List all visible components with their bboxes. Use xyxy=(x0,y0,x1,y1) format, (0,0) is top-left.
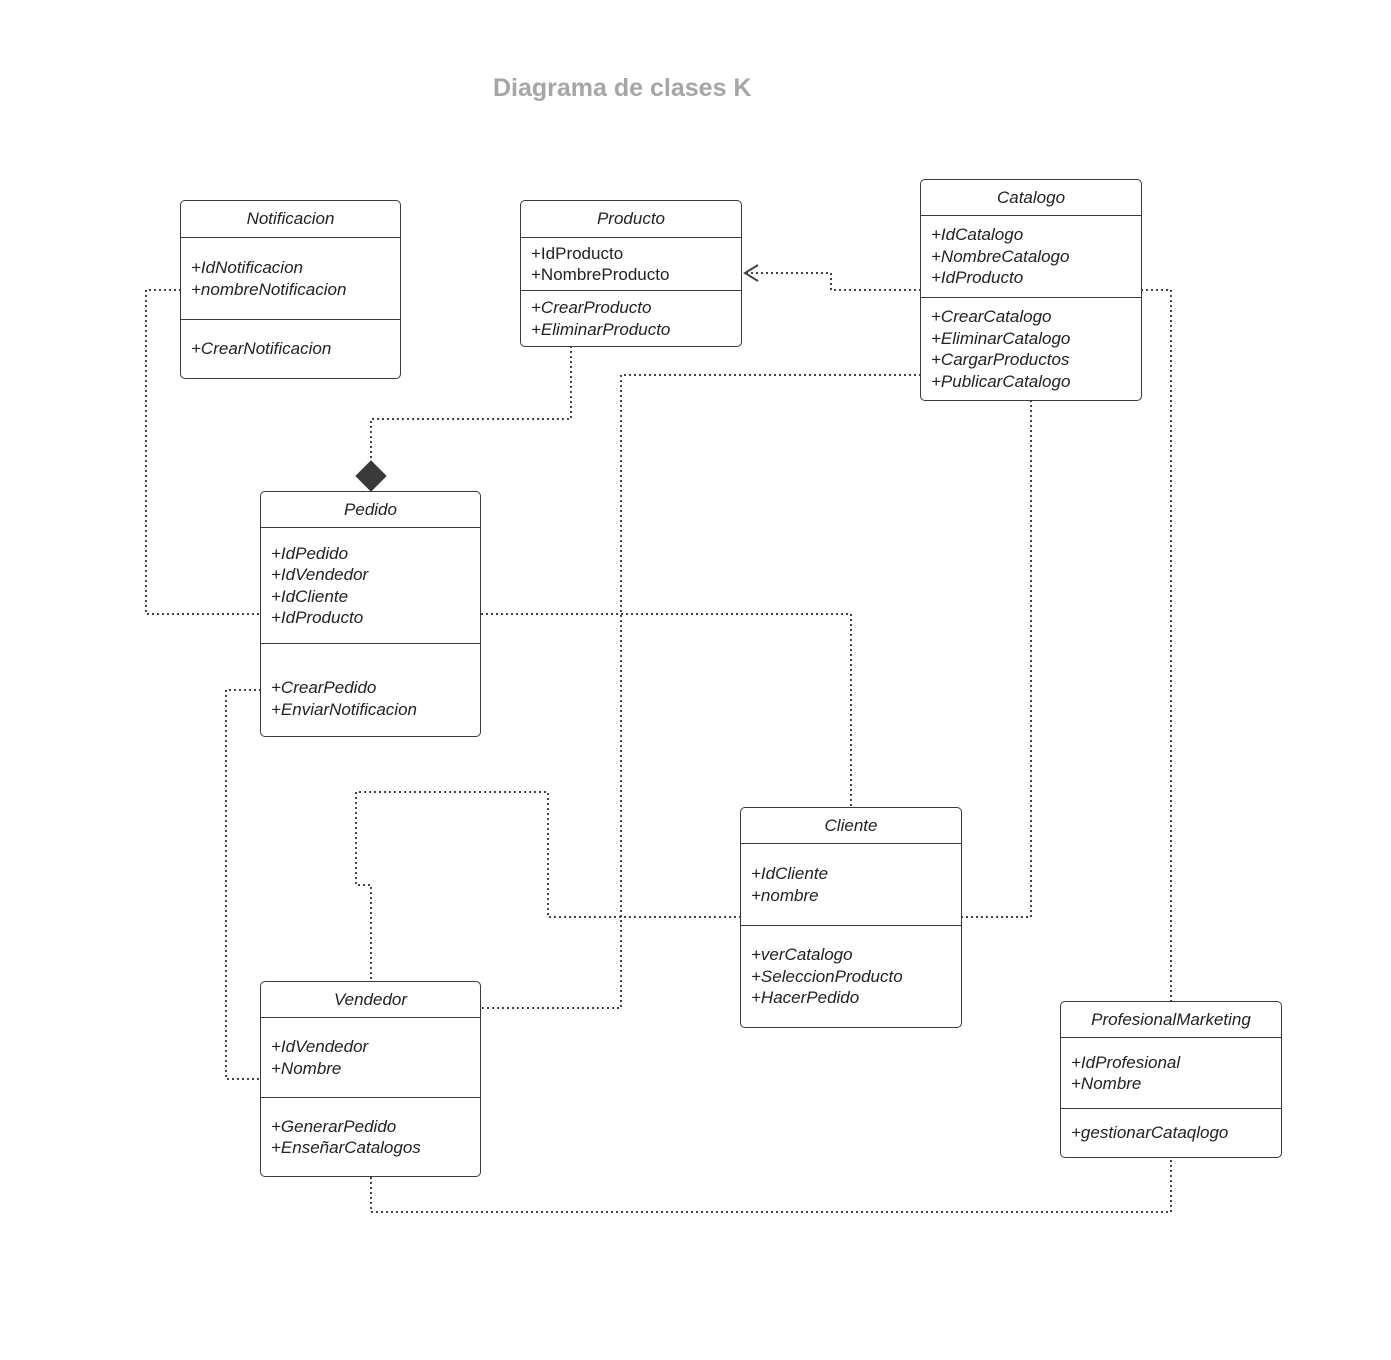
operation: +EnseñarCatalogos xyxy=(271,1138,421,1157)
attribute: +Nombre xyxy=(271,1058,342,1078)
class-notificacion-attributes: +IdNotificacion +nombreNotificacion xyxy=(181,238,400,320)
operation: +PublicarCatalogo xyxy=(931,371,1071,391)
class-cliente-name: Cliente xyxy=(741,808,961,844)
class-notificacion-operations: +CrearNotificacion xyxy=(181,320,400,378)
class-producto-operations: +CrearProducto +EliminarProducto xyxy=(521,291,741,346)
connector-catalogo-cliente xyxy=(961,400,1032,918)
operation: +CrearCatalogo xyxy=(931,307,1052,326)
attribute: +IdCatalogo xyxy=(931,225,1024,245)
operation: +CrearProducto xyxy=(531,298,652,317)
operation: +CrearPedido xyxy=(271,678,377,697)
class-notificacion[interactable]: Notificacion +IdNotificacion +nombreNoti… xyxy=(180,200,401,379)
attribute: +IdPedido xyxy=(271,543,349,563)
operation: +verCatalogo xyxy=(751,945,853,965)
attribute: +nombreNotificacion xyxy=(191,279,347,299)
attribute: +IdProfesional xyxy=(1071,1052,1181,1072)
attribute: +NombreProducto xyxy=(531,265,670,284)
class-profesional-marketing-operations: +gestionarCataqlogo xyxy=(1061,1109,1281,1157)
class-catalogo-operations: +CrearCatalogo +EliminarCatalogo +Cargar… xyxy=(921,298,1141,400)
class-profesional-marketing-attributes: +IdProfesional +Nombre xyxy=(1061,1038,1281,1109)
class-notificacion-name: Notificacion xyxy=(181,201,400,238)
attribute: +IdProducto xyxy=(931,268,1024,288)
diagram-title: Diagrama de clases K xyxy=(493,74,752,102)
open-arrowhead xyxy=(743,264,759,282)
class-vendedor-attributes: +IdVendedor +Nombre xyxy=(261,1018,480,1098)
operation: +CargarProductos xyxy=(931,350,1070,369)
class-cliente-attributes: +IdCliente +nombre xyxy=(741,844,961,926)
class-pedido-attributes: +IdPedido +IdVendedor +IdCliente +IdProd… xyxy=(261,528,480,644)
class-pedido-name: Pedido xyxy=(261,492,480,528)
connector-pedido-vendedor xyxy=(225,689,261,1080)
class-pedido[interactable]: Pedido +IdPedido +IdVendedor +IdCliente … xyxy=(260,491,481,737)
class-cliente[interactable]: Cliente +IdCliente +nombre +verCatalogo … xyxy=(740,807,962,1028)
class-producto-attributes: +IdProducto +NombreProducto xyxy=(521,238,741,291)
class-catalogo-name: Catalogo xyxy=(921,180,1141,216)
attribute: +IdVendedor xyxy=(271,565,369,584)
connector-cliente-vendedor xyxy=(355,791,741,982)
class-catalogo-attributes: +IdCatalogo +NombreCatalogo +IdProducto xyxy=(921,216,1141,298)
attribute: +nombre xyxy=(751,885,819,905)
operation: +EnviarNotificacion xyxy=(271,699,417,719)
class-vendedor[interactable]: Vendedor +IdVendedor +Nombre +GenerarPed… xyxy=(260,981,481,1177)
operation: +EliminarCatalogo xyxy=(931,328,1071,348)
connector-pedido-cliente xyxy=(481,613,852,808)
class-cliente-operations: +verCatalogo +SeleccionProducto +HacerPe… xyxy=(741,926,961,1027)
class-producto[interactable]: Producto +IdProducto +NombreProducto +Cr… xyxy=(520,200,742,347)
operation: +HacerPedido xyxy=(751,988,860,1008)
class-vendedor-name: Vendedor xyxy=(261,982,480,1018)
connector-catalogo-vendedor xyxy=(481,374,921,1009)
class-profesional-marketing-name: ProfesionalMarketing xyxy=(1061,1002,1281,1038)
operation: +EliminarProducto xyxy=(531,319,671,339)
connector-catalogo-producto xyxy=(745,272,921,291)
operation: +SeleccionProducto xyxy=(751,966,903,986)
operation: +GenerarPedido xyxy=(271,1116,397,1136)
connector-notificacion-pedido xyxy=(145,289,261,615)
class-profesional-marketing[interactable]: ProfesionalMarketing +IdProfesional +Nom… xyxy=(1060,1001,1282,1158)
class-pedido-operations: +CrearPedido +EnviarNotificacion xyxy=(261,644,480,736)
connector-vendedor-profesional xyxy=(370,1158,1172,1213)
class-catalogo[interactable]: Catalogo +IdCatalogo +NombreCatalogo +Id… xyxy=(920,179,1142,401)
attribute: +IdCliente xyxy=(271,586,349,606)
composition-diamond xyxy=(355,460,387,492)
attribute: +IdProducto xyxy=(531,243,624,263)
attribute: +NombreCatalogo xyxy=(931,246,1070,266)
attribute: +IdVendedor xyxy=(271,1037,369,1056)
connector-producto-pedido xyxy=(370,346,572,460)
class-vendedor-operations: +GenerarPedido +EnseñarCatalogos xyxy=(261,1098,480,1176)
attribute: +IdNotificacion xyxy=(191,258,303,277)
operation: +gestionarCataqlogo xyxy=(1071,1123,1229,1143)
attribute: +IdProducto xyxy=(271,608,364,627)
attribute: +Nombre xyxy=(1071,1074,1142,1093)
attribute: +IdCliente xyxy=(751,864,829,883)
class-producto-name: Producto xyxy=(521,201,741,238)
connector-catalogo-profesional xyxy=(1141,289,1172,1002)
operation: +CrearNotificacion xyxy=(191,339,332,359)
